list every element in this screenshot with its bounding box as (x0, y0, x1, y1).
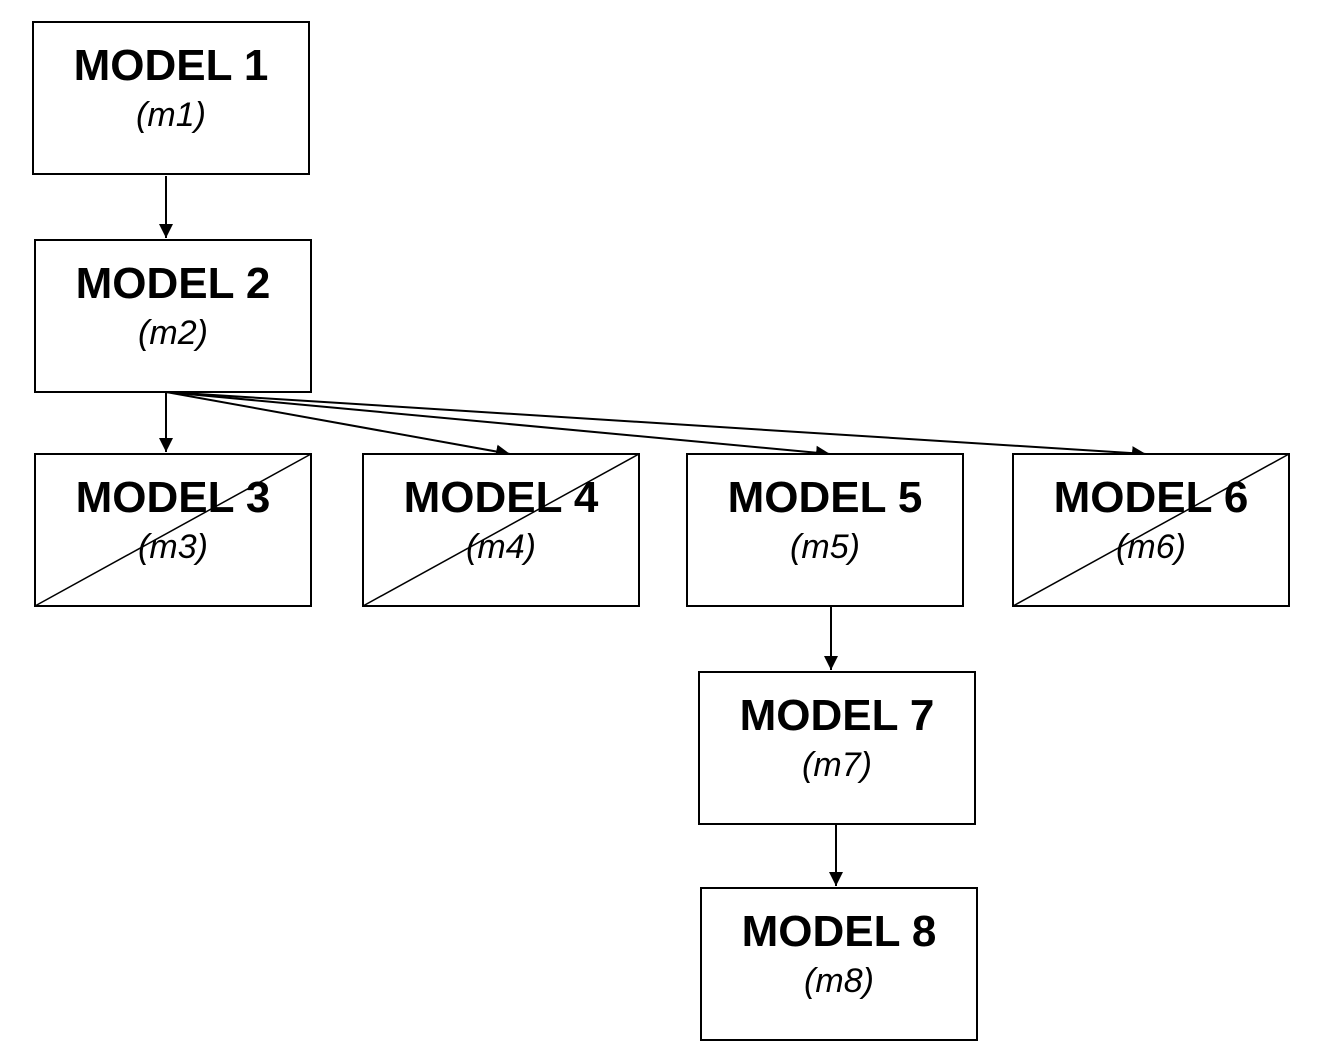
model-box (34, 239, 312, 393)
model-code: (m7) (802, 746, 872, 784)
model-box (32, 21, 310, 175)
model-code: (m4) (466, 528, 536, 566)
model-node-m6: MODEL 6 (m6) (1012, 453, 1290, 607)
model-node-m2: MODEL 2 (m2) (34, 239, 312, 393)
model-node-m1: MODEL 1 (m1) (32, 21, 310, 175)
model-box (686, 453, 964, 607)
model-node-m4: MODEL 4 (m4) (362, 453, 640, 607)
model-code: (m5) (790, 528, 860, 566)
model-title: MODEL 2 (76, 259, 271, 308)
model-title: MODEL 8 (742, 907, 937, 956)
strike-through-line (362, 453, 640, 607)
model-title: MODEL 6 (1054, 473, 1249, 522)
model-box (700, 887, 978, 1041)
arrow-m2-to-m5 (165, 391, 831, 460)
model-node-m8: MODEL 8 (m8) (700, 887, 978, 1041)
model-code: (m1) (136, 96, 206, 134)
strike-through-line (1012, 453, 1290, 607)
model-code: (m8) (804, 962, 874, 1000)
edges-layer (159, 176, 1147, 886)
arrow-m2-to-m6 (165, 391, 1147, 461)
model-node-m5: MODEL 5 (m5) (686, 453, 964, 607)
arrow-m2-to-m4 (165, 391, 511, 459)
model-node-m3: MODEL 3 (m3) (34, 453, 312, 607)
model-title: MODEL 3 (76, 473, 271, 522)
model-title: MODEL 4 (404, 473, 599, 522)
model-code: (m6) (1116, 528, 1186, 566)
model-title: MODEL 5 (728, 473, 923, 522)
model-box (698, 671, 976, 825)
model-code: (m3) (138, 528, 208, 566)
model-title: MODEL 1 (74, 41, 269, 90)
nodes-layer: MODEL 1 (m1) MODEL 2 (m2) MODEL 3 (m3) MODEL 4… (32, 21, 1290, 1041)
strike-through-line (34, 453, 312, 607)
model-code: (m2) (138, 314, 208, 352)
model-title: MODEL 7 (740, 691, 935, 740)
model-node-m7: MODEL 7 (m7) (698, 671, 976, 825)
